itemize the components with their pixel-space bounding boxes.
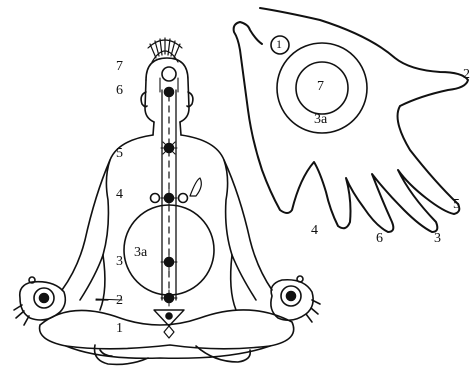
label-chakra-3a: 3a (134, 246, 147, 260)
palm-label-4: 4 (311, 224, 318, 238)
palm-label-6: 6 (376, 232, 383, 246)
palm-label-3: 3 (434, 232, 441, 246)
label-chakra-6: 6 (116, 84, 123, 98)
label-chakra-2: 2 (116, 294, 123, 308)
label-chakra-1: 1 (116, 322, 123, 336)
label-chakra-5: 5 (116, 147, 123, 161)
meditating-figure (14, 38, 320, 364)
chakra-2-mark (161, 290, 177, 306)
chakra-6-mark (165, 88, 174, 97)
chakra-7-mark (162, 67, 176, 81)
label-chakra-4: 4 (116, 188, 123, 202)
palm-label-5: 5 (453, 198, 460, 212)
palm-diagram (234, 8, 468, 232)
palm-label-3a: 3a (314, 113, 327, 127)
palm-label-7: 7 (317, 80, 324, 94)
chakra-3-mark (161, 254, 177, 270)
flame-icon (190, 178, 201, 196)
label-chakra-7: 7 (116, 60, 123, 74)
label-chakra-3: 3 (116, 255, 123, 269)
chakra-5-mark (161, 140, 177, 156)
palm-label-1: 1 (276, 38, 282, 50)
palm-label-2: 2 (463, 68, 470, 82)
